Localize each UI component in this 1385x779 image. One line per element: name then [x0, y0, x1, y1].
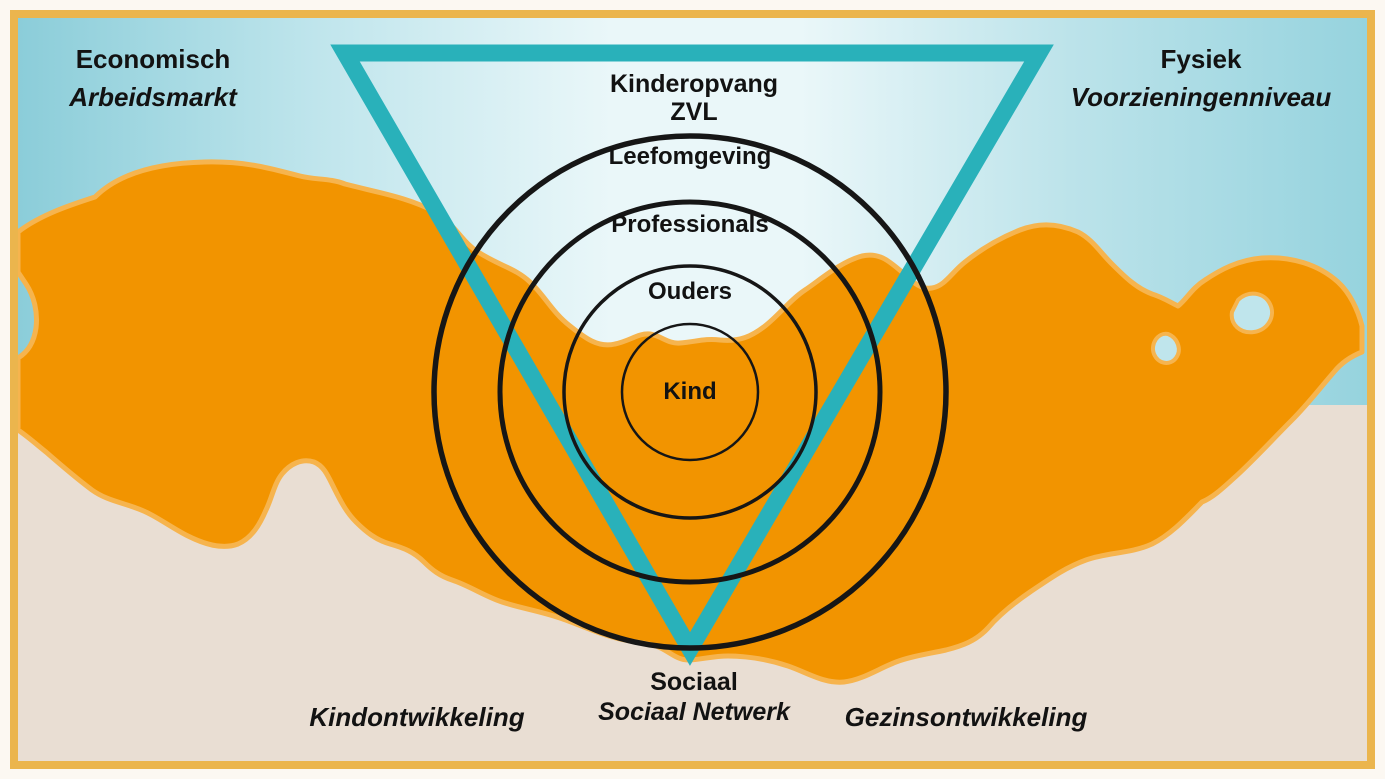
label-sociaal-netwerk-sub: Sociaal Netwerk — [598, 698, 790, 726]
label-arbeidsmarkt: Arbeidsmarkt — [69, 82, 237, 112]
label-sociaal: Sociaal — [650, 668, 738, 696]
diagram-shapes — [18, 44, 1365, 685]
ring-circle-professionals — [497, 199, 883, 585]
label-kinderopvang: Kinderopvang — [609, 70, 779, 98]
ring-label-ouders: Ouders — [647, 278, 733, 305]
label-voorzieningenniveau: Voorzieningenniveau — [1070, 82, 1332, 112]
label-sociaal-netwerk: Sociaal Sociaal Netwerk — [598, 668, 790, 726]
ring-label-leefomgeving: Leefomgeving — [608, 143, 772, 170]
label-fysiek-title: Fysiek — [1160, 44, 1242, 74]
label-gezinsontwikkeling: Gezinsontwikkeling — [844, 702, 1088, 732]
label-zvl: ZVL — [670, 98, 718, 126]
ring-circle-ouders — [562, 264, 818, 520]
ring-circle-leefomgeving — [431, 133, 949, 651]
ring-label-kind: Kind — [663, 378, 717, 405]
ring-label-professionals: Professionals — [611, 211, 769, 238]
gold-frame-border — [10, 10, 1375, 769]
triangle-outline — [330, 44, 1054, 666]
label-kinderopvang-zvl: Kinderopvang ZVL — [610, 70, 778, 126]
water-inlet-notch — [1229, 291, 1274, 335]
label-economisch: Economisch Arbeidsmarkt — [69, 44, 237, 112]
label-kindontwikkeling: Kindontwikkeling — [309, 702, 525, 732]
diagram-canvas — [18, 18, 1367, 761]
label-fysiek: Fysiek Voorzieningenniveau — [1071, 44, 1332, 112]
label-economisch-title: Economisch — [75, 44, 231, 74]
water-inlet-teardrop — [1151, 331, 1181, 365]
ring-circle-kind — [620, 322, 760, 462]
region-map-shape — [18, 159, 1365, 685]
